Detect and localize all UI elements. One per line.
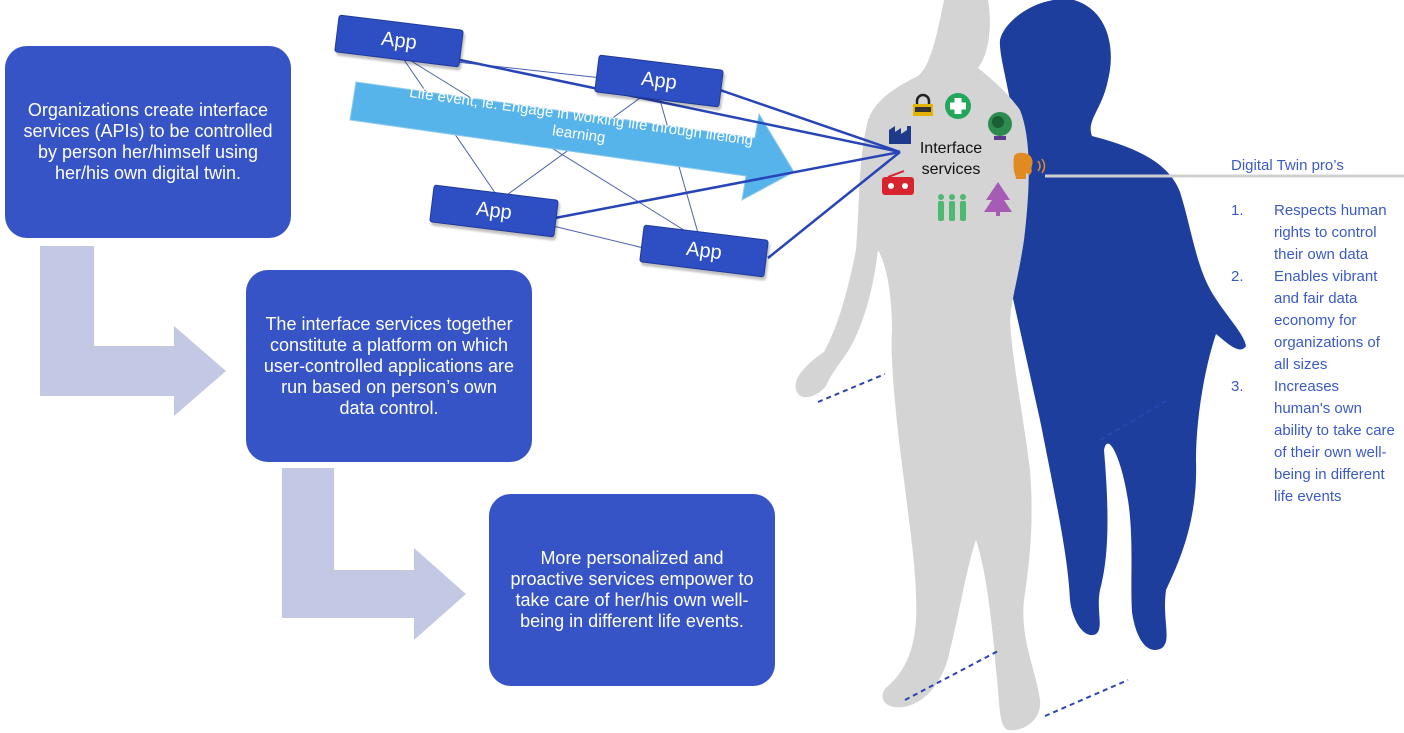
factory-icon: [889, 126, 911, 144]
tree-icon: [984, 182, 1012, 216]
pros-item-number: 3.: [1231, 378, 1244, 395]
pros-item-number: 2.: [1231, 268, 1244, 285]
pros-item-number: 1.: [1231, 202, 1244, 219]
health-cross-icon: [945, 93, 971, 119]
globe-icon: [988, 112, 1012, 140]
platform-box: The interface services together constitu…: [246, 270, 532, 462]
life-event-arrow: [349, 81, 795, 201]
pros-title: Digital Twin pro’s: [1231, 157, 1344, 174]
radio-icon: [882, 170, 914, 195]
lock-icon: [913, 93, 933, 116]
personalized-services-box-text: More personalized and proactive services…: [510, 548, 754, 631]
personalized-services-box: More personalized and proactive services…: [489, 494, 775, 686]
ground-line: [817, 373, 1169, 717]
platform-box-text: The interface services together constitu…: [263, 313, 515, 418]
pros-item-text: Respects human rights to control their o…: [1274, 202, 1387, 263]
people-icon: [938, 194, 966, 221]
speaking-head-icon: [1013, 152, 1046, 179]
interface-services-label: Interface services: [919, 140, 983, 178]
api-lines: [459, 58, 901, 259]
organizations-box: Organizations create interface services …: [5, 46, 291, 238]
digital-twin-figure: [998, 0, 1246, 650]
pros-item-text: Enables vibrant and fair data economy fo…: [1274, 268, 1380, 373]
flow-arrow-2: [282, 468, 466, 640]
flow-arrow-1: [40, 246, 226, 416]
pros-item: 2. Enables vibrant and fair data economy…: [1231, 266, 1399, 376]
pros-item-text: Increases human's own ability to take ca…: [1274, 378, 1395, 505]
pros-item: 3. Increases human's own ability to take…: [1231, 376, 1399, 508]
person-figure: [795, 0, 1041, 731]
pros-list: 1. Respects human rights to control thei…: [1231, 200, 1399, 508]
organizations-box-text: Organizations create interface services …: [23, 100, 273, 183]
pros-item: 1. Respects human rights to control thei…: [1231, 200, 1399, 266]
